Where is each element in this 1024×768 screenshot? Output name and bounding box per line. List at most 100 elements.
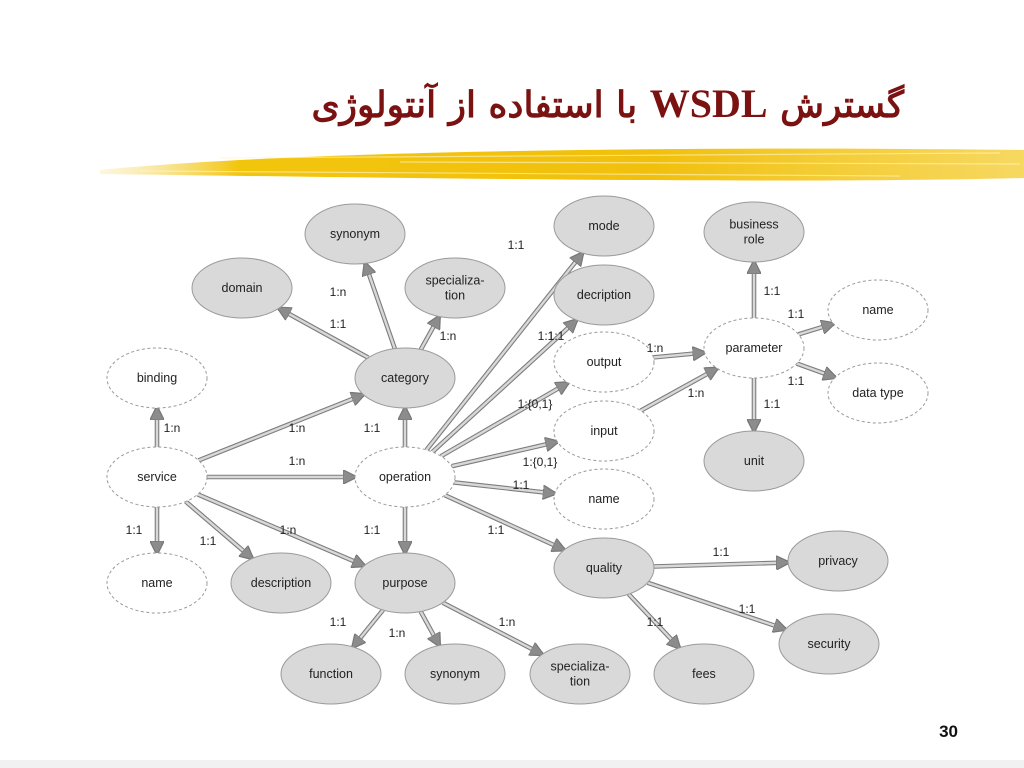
- edge-category-to-synonym_top: [365, 263, 397, 350]
- node-shape: [553, 468, 655, 530]
- node-description: description: [230, 552, 332, 614]
- node-parameter: parameter: [703, 317, 805, 379]
- edge-service-to-purpose: [196, 492, 365, 565]
- node-input: input: [553, 400, 655, 462]
- edge-parameter-to-data_type: [795, 361, 835, 378]
- node-label: parameter: [726, 341, 783, 355]
- node-label: specializa-: [425, 274, 484, 288]
- node-security: security: [778, 613, 880, 675]
- node-shape: [553, 195, 655, 257]
- node-label: purpose: [382, 576, 427, 590]
- node-shape: [827, 279, 929, 341]
- node-label: specializa-: [550, 660, 609, 674]
- node-shape: [553, 537, 655, 599]
- node-operation: operation: [354, 446, 456, 508]
- node-label: description: [251, 576, 311, 590]
- node-label: service: [137, 470, 177, 484]
- edge-label: 1:n: [289, 454, 306, 468]
- node-shape: [404, 257, 506, 319]
- node-label: input: [590, 424, 618, 438]
- node-label: mode: [588, 219, 619, 233]
- edge-operation-to-quality: [443, 493, 564, 550]
- brush-streak: [399, 161, 1021, 165]
- node-label: security: [807, 637, 851, 651]
- node-binding: binding: [106, 347, 208, 409]
- edge-label: 1:{0,1}: [518, 397, 553, 411]
- edge-service-to-description: [184, 499, 253, 559]
- edge-operation-to-output: [439, 380, 568, 459]
- node-shape: [553, 264, 655, 326]
- node-shape: [106, 552, 208, 614]
- node-shape: [304, 203, 406, 265]
- node-domain: domain: [191, 257, 293, 319]
- edge-category-to-specialization_top: [418, 316, 442, 351]
- node-shape: [404, 643, 506, 705]
- node-name-param: name: [827, 279, 929, 341]
- edge-purpose-to-synonym_bottom: [418, 610, 442, 645]
- edge-label: 1:1: [513, 478, 530, 492]
- node-shape: [703, 430, 805, 492]
- title-persian-end: با استفاده از آنتولوژی: [311, 84, 650, 126]
- node-label: category: [381, 371, 430, 385]
- decorative-brush-stroke: [100, 148, 1024, 181]
- node-purpose: purpose: [354, 552, 456, 614]
- page-number: 30: [939, 722, 958, 741]
- node-synonym-top: synonym: [304, 203, 406, 265]
- node-label: unit: [744, 454, 765, 468]
- edge-label-extra: 1:1: [548, 329, 565, 343]
- edge-label: 1:1: [764, 397, 781, 411]
- node-quality: quality: [553, 537, 655, 599]
- node-label: output: [587, 355, 622, 369]
- edge-operation-to-name_op: [453, 480, 555, 493]
- node-label: data type: [852, 386, 903, 400]
- node-label: domain: [222, 281, 263, 295]
- node-function: function: [280, 643, 382, 705]
- edge-parameter-to-name_param: [797, 324, 834, 337]
- node-label: synonym: [330, 227, 380, 241]
- node-service: service: [106, 446, 208, 508]
- edge-label: 1:1: [764, 284, 781, 298]
- node-name-service: name: [106, 552, 208, 614]
- edge-label: 1:1: [364, 421, 381, 435]
- node-label: synonym: [430, 667, 480, 681]
- node-decription: decription: [553, 264, 655, 326]
- edge-label: 1:1: [788, 307, 805, 321]
- edge-label: 1:1: [508, 238, 525, 252]
- node-shape: [106, 347, 208, 409]
- edge-label: 1:1: [788, 374, 805, 388]
- node-label: name: [588, 492, 619, 506]
- slide-title: گسترش WSDL با استفاده از آنتولوژی: [0, 80, 904, 129]
- edge-quality-to-security: [646, 580, 786, 630]
- edge-label: 1:n: [164, 421, 181, 435]
- node-label: fees: [692, 667, 716, 681]
- edges-layer: [157, 253, 835, 657]
- node-label: operation: [379, 470, 431, 484]
- edge-label: 1:1: [364, 523, 381, 537]
- node-shape: [653, 643, 755, 705]
- node-shape: [354, 552, 456, 614]
- edge-category-to-domain: [279, 306, 370, 360]
- node-synonym-bottom: synonym: [404, 643, 506, 705]
- node-label: tion: [570, 675, 590, 689]
- edge-label-extra: 1:{0,1}: [523, 455, 558, 469]
- edge-label: 1:1: [739, 602, 756, 616]
- node-output: output: [553, 331, 655, 393]
- edge-label: 1:1: [488, 523, 505, 537]
- node-shape: [354, 446, 456, 508]
- edge-purpose-to-function: [353, 608, 385, 647]
- node-specialization-bottom: specializa-tion: [529, 643, 631, 705]
- edge-service-to-category: [197, 395, 364, 463]
- edge-operation-to-input: [451, 442, 558, 469]
- node-category: category: [354, 347, 456, 409]
- node-name-op: name: [553, 468, 655, 530]
- node-label: role: [744, 233, 765, 247]
- node-shape: [703, 201, 805, 263]
- edge-label: 1:1: [200, 534, 217, 548]
- node-privacy: privacy: [787, 530, 889, 592]
- node-fees: fees: [653, 643, 755, 705]
- edge-label: 1:n: [330, 285, 347, 299]
- node-data-type: data type: [827, 362, 929, 424]
- edge-label: 1:n: [440, 329, 457, 343]
- node-shape: [827, 362, 929, 424]
